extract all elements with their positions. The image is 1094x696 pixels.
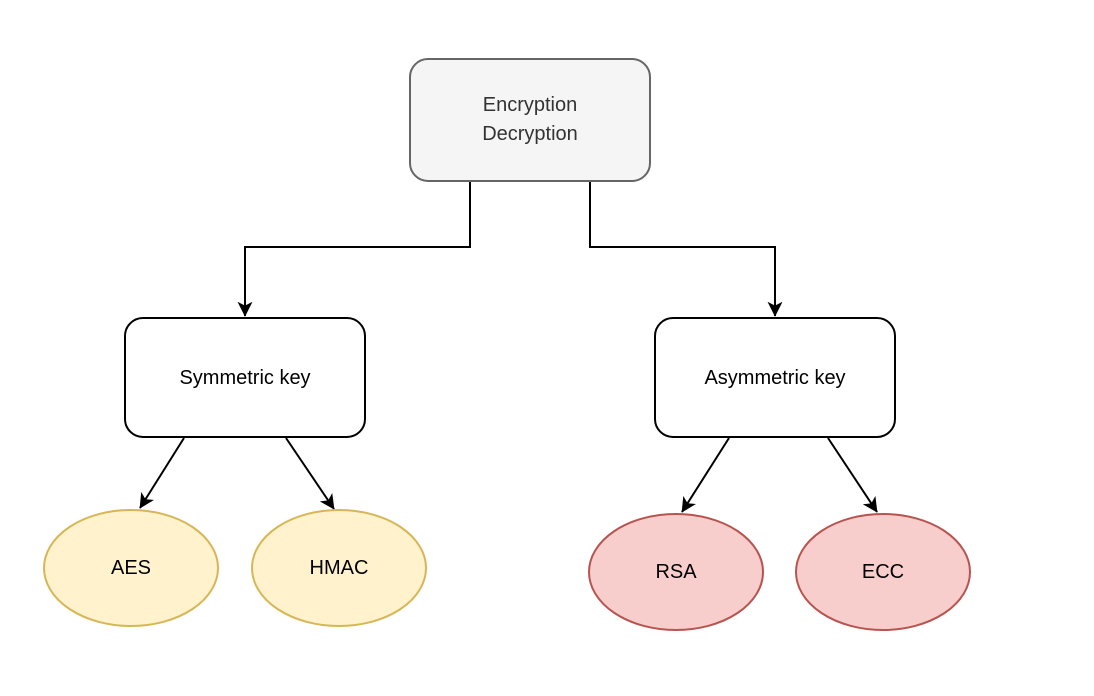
node-hmac-shape xyxy=(251,509,427,627)
edge-root-to-asymmetric xyxy=(589,181,783,317)
node-aes-shape xyxy=(43,509,219,627)
node-asymmetric-key: Asymmetric key xyxy=(654,317,896,438)
node-ecc: ECC xyxy=(795,513,971,631)
node-ecc-label: ECC xyxy=(862,561,904,583)
edge-root-to-symmetric xyxy=(237,181,471,317)
node-aes-label: AES xyxy=(111,557,151,579)
node-hmac-label: HMAC xyxy=(310,557,369,579)
edge-symmetric-to-hmac xyxy=(285,437,335,510)
node-symmetric-key: Symmetric key xyxy=(124,317,366,438)
node-aes: AES xyxy=(43,509,219,627)
node-rsa: RSA xyxy=(588,513,764,631)
edge-layer xyxy=(139,181,878,513)
node-symmetric-key-label: Symmetric key xyxy=(179,367,310,389)
node-hmac: HMAC xyxy=(251,509,427,627)
node-asymmetric-key-shape xyxy=(654,317,896,438)
edge-asymmetric-to-rsa xyxy=(681,437,730,513)
node-encryption-decryption-label-line1: Encryption xyxy=(483,94,578,116)
node-encryption-decryption-label-line2: Decryption xyxy=(482,123,578,145)
node-rsa-label: RSA xyxy=(655,561,697,583)
edge-symmetric-to-aes xyxy=(139,437,185,509)
node-asymmetric-key-label: Asymmetric key xyxy=(704,367,845,389)
node-rsa-shape xyxy=(588,513,764,631)
node-encryption-decryption-shape xyxy=(409,58,651,182)
edge-asymmetric-to-ecc xyxy=(827,437,878,513)
node-ecc-shape xyxy=(795,513,971,631)
node-encryption-decryption: Encryption Decryption xyxy=(409,58,651,182)
node-symmetric-key-shape xyxy=(124,317,366,438)
